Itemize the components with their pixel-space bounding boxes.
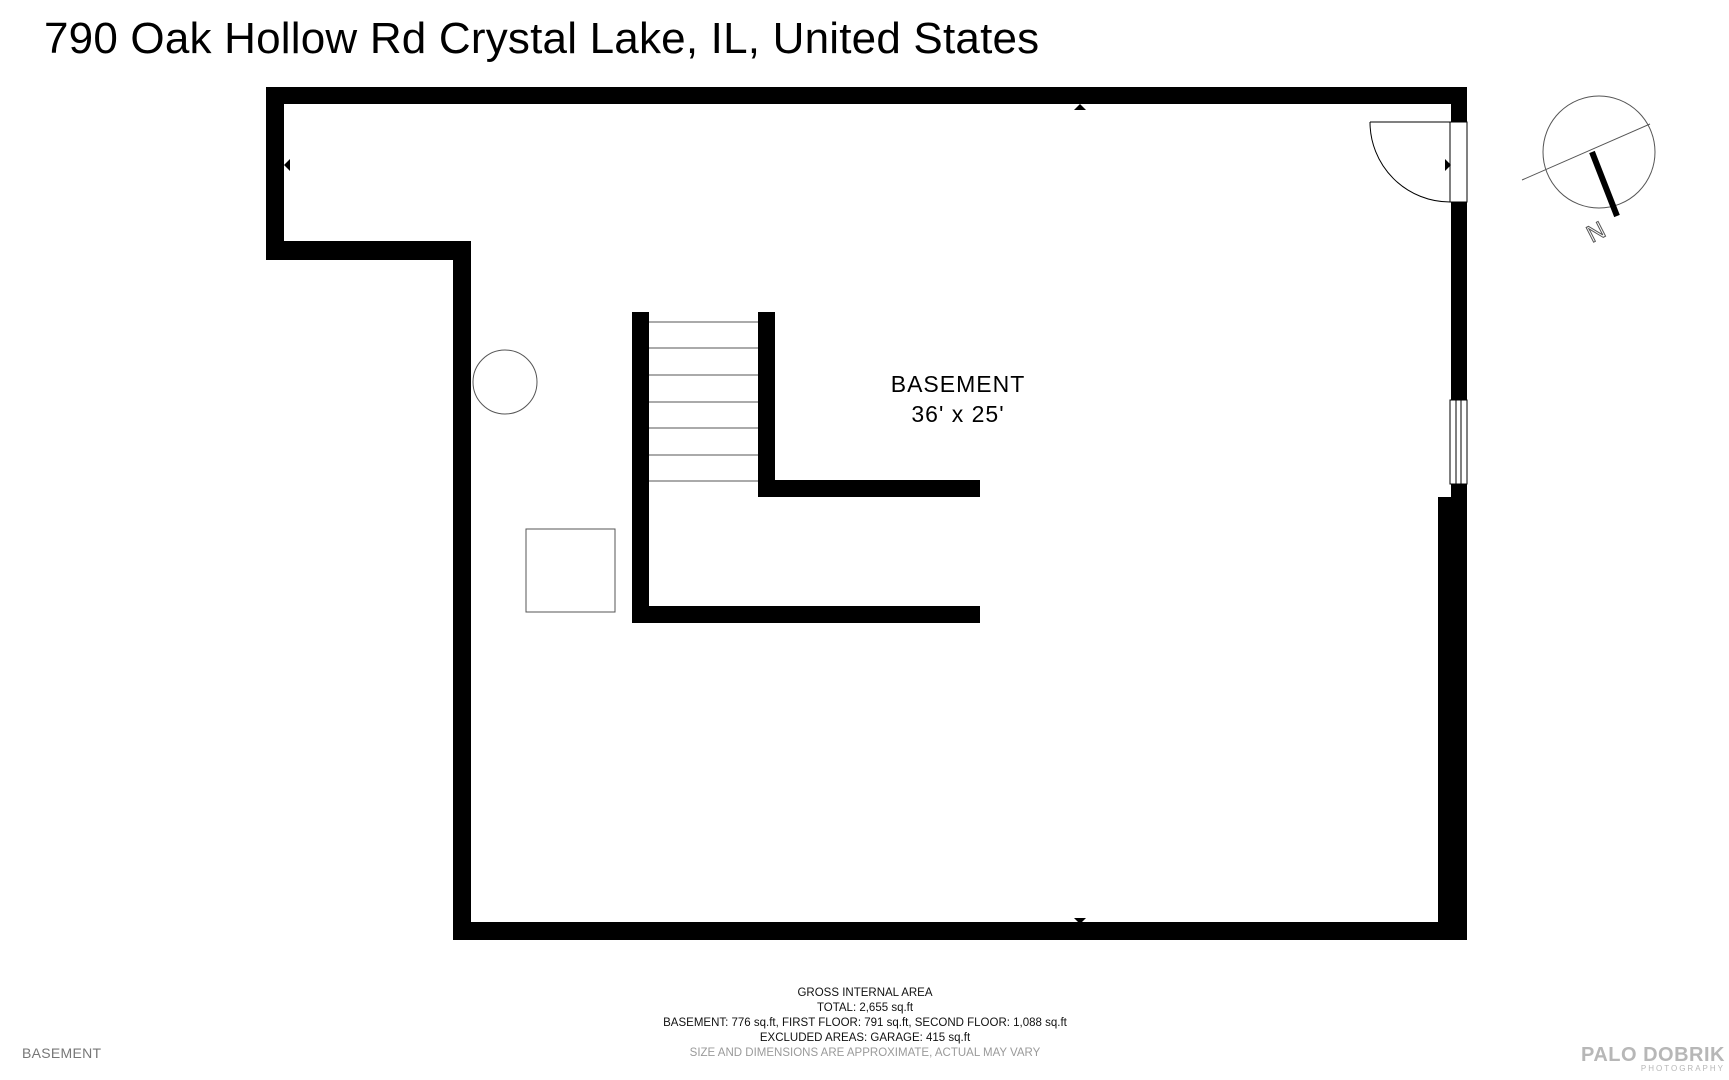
dim-marker-bottom (1074, 918, 1086, 924)
door-swing (1369, 121, 1451, 203)
area-excluded: EXCLUDED AREAS: GARAGE: 415 sq.ft (759, 1032, 971, 1044)
compass: N (1521, 95, 1656, 249)
brand-tagline: PHOTOGRAPHY (1640, 1064, 1725, 1073)
area-total: TOTAL: 2,655 sq.ft (816, 1002, 914, 1014)
dim-marker-right (1445, 159, 1451, 171)
page-title: 790 Oak Hollow Rd Crystal Lake, IL, Unit… (44, 14, 1040, 63)
furnace-fixture (525, 528, 616, 613)
area-heading: GROSS INTERNAL AREA (797, 987, 933, 999)
dim-marker-left (284, 159, 290, 171)
compass-needle (1589, 150, 1620, 218)
window-right-wall (1449, 399, 1468, 485)
room-dimensions: 36' x 25' (911, 401, 1005, 427)
stair-treads (649, 321, 758, 482)
stair-walls (632, 312, 980, 623)
area-summary: GROSS INTERNAL AREA TOTAL: 2,655 sq.ft B… (560, 986, 1170, 1061)
brand-logo: PALO DOBRIK PHOTOGRAPHY (1581, 1044, 1725, 1073)
area-disclaimer: SIZE AND DIMENSIONS ARE APPROXIMATE, ACT… (689, 1047, 1041, 1059)
area-floors: BASEMENT: 776 sq.ft, FIRST FLOOR: 791 sq… (663, 1017, 1067, 1029)
room-name: BASEMENT (890, 371, 1026, 397)
exterior-walls (266, 87, 1467, 940)
dim-marker-top (1074, 104, 1086, 110)
floor-caption: BASEMENT (22, 1045, 102, 1061)
compass-north-label: N (1582, 216, 1610, 248)
door-opening (1449, 121, 1468, 203)
water-heater-fixture (472, 349, 538, 415)
brand-name: PALO DOBRIK (1580, 1044, 1725, 1066)
